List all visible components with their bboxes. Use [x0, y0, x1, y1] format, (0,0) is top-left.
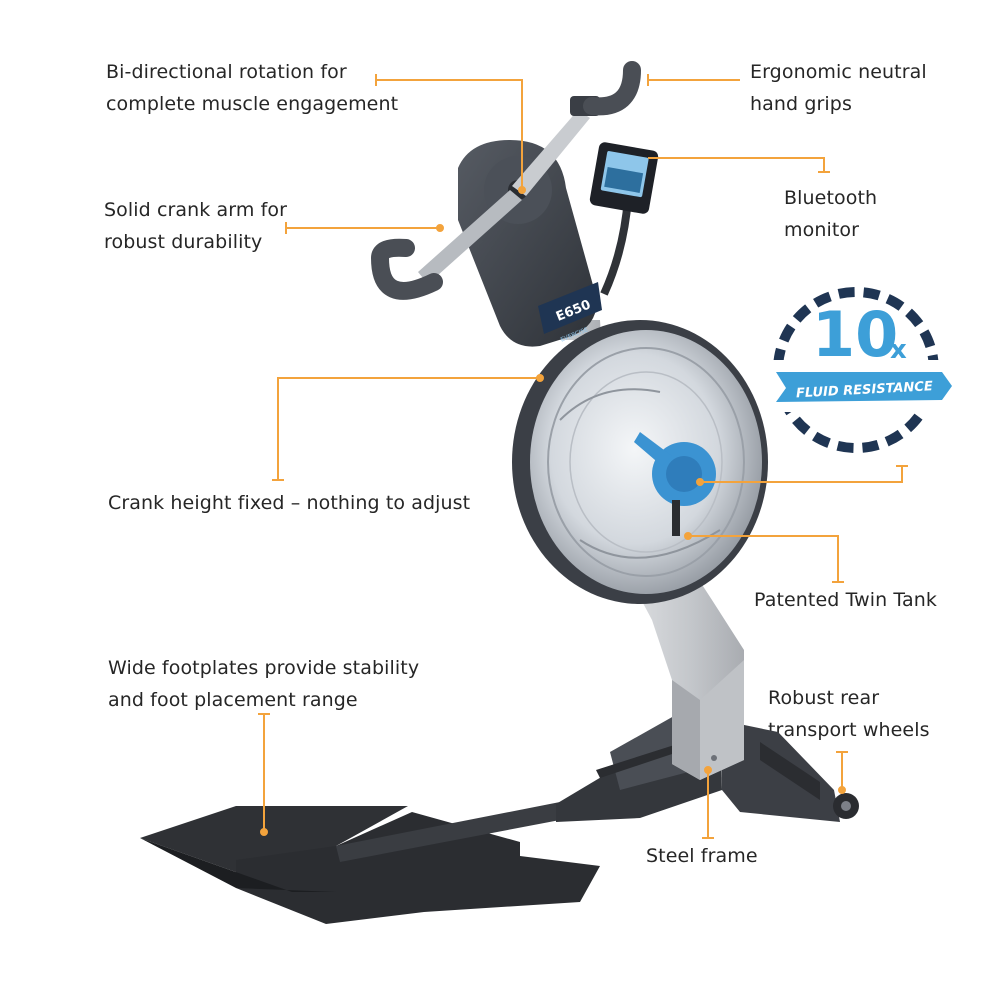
badge-ribbon-text: FLUID RESISTANCE: [796, 379, 934, 401]
transport-wheel: [833, 793, 859, 819]
callout-text-line: Crank height fixed – nothing to adjust: [108, 492, 471, 514]
callout-crank-arm: Solid crank arm for robust durability: [104, 194, 287, 258]
callout-line-crank-height: [277, 377, 540, 480]
callout-crank-height: Crank height fixed – nothing to adjust: [108, 487, 470, 519]
callout-hand-grips: Ergonomic neutral hand grips: [750, 56, 927, 120]
callout-line-bidirectional: [376, 79, 523, 190]
callout-text-line: hand grips: [750, 93, 852, 115]
callout-text-line: Patented Twin Tank: [754, 589, 937, 611]
crank-housing: E650 EVERCISE: [458, 140, 602, 347]
callout-line-monitor: [648, 157, 825, 172]
callout-text-line: Bi-directional rotation for: [106, 61, 347, 83]
footplate: [140, 806, 600, 924]
callout-steel-frame: Steel frame: [646, 840, 758, 872]
badge-multiplier: x: [890, 335, 907, 365]
callout-text-line: Robust rear: [768, 687, 880, 709]
callout-line-twin-tank: [688, 535, 839, 582]
callout-text-line: Steel frame: [646, 845, 758, 867]
callout-text-line: robust durability: [104, 231, 263, 253]
callout-line-hub: [700, 466, 903, 483]
callout-bluetooth-monitor: Bluetooth monitor: [784, 182, 877, 246]
callout-text-line: Bluetooth: [784, 187, 878, 209]
callout-text-line: Ergonomic neutral: [750, 61, 927, 83]
callout-footplates: Wide footplates provide stability and fo…: [108, 652, 419, 716]
badge-number: 10: [812, 298, 898, 371]
callout-text-line: Wide footplates provide stability: [108, 657, 420, 679]
hand-grip-upper: [583, 61, 641, 116]
badge-ribbon: [776, 372, 952, 402]
callout-text-line: monitor: [784, 219, 860, 241]
callout-twin-tank: Patented Twin Tank: [754, 584, 937, 616]
callout-text-line: complete muscle engagement: [106, 93, 399, 115]
hand-grip-lower: [370, 238, 443, 300]
tank-hub: [634, 432, 716, 536]
base-frame: [336, 716, 840, 862]
callout-text-line: and foot placement range: [108, 689, 358, 711]
fluid-resistance-badge: 10 x FLUID RESISTANCE: [770, 287, 952, 453]
callout-text-line: Solid crank arm for: [104, 199, 288, 221]
callout-lines: [258, 74, 908, 839]
twin-tank: [512, 320, 768, 604]
callout-bidirectional-rotation: Bi-directional rotation for complete mus…: [106, 56, 398, 120]
callout-transport-wheels: Robust rear transport wheels: [768, 682, 930, 746]
callout-text-line: transport wheels: [768, 719, 930, 741]
bluetooth-monitor: [589, 142, 659, 296]
